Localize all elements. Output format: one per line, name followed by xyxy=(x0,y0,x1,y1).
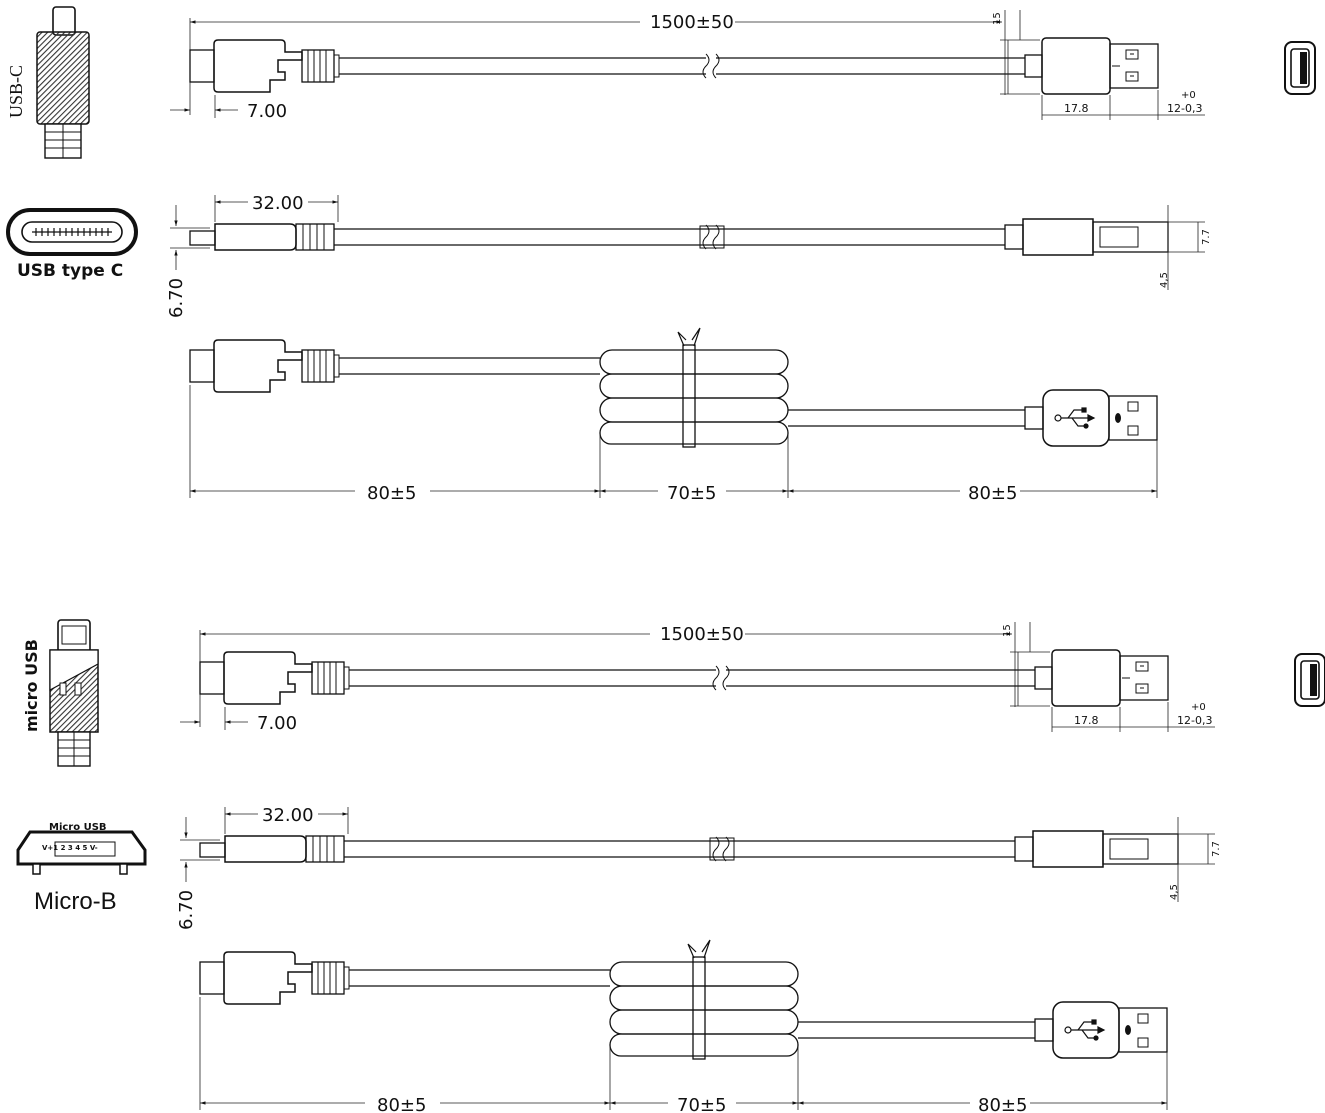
left-length-1: 80±5 xyxy=(367,483,416,504)
micro-usb-pins: V+1 2 3 4 5 V- xyxy=(42,844,98,852)
right-length-2: 80±5 xyxy=(978,1095,1027,1113)
left-length-2: 80±5 xyxy=(377,1095,426,1113)
head-height-1: 7.7 xyxy=(1201,229,1212,245)
micro-usb-label: micro USB xyxy=(22,639,41,732)
head-length-2: 17.8 xyxy=(1074,714,1099,727)
head-offset-1: 15 xyxy=(992,12,1003,25)
micro-usb-plug-icon xyxy=(49,619,99,767)
side-view-1 xyxy=(170,195,1205,290)
micro-usb-port-icon xyxy=(16,830,147,875)
coiled-view-1 xyxy=(190,328,1157,498)
overmold-length-1: 32.00 xyxy=(252,193,304,214)
usb-type-c-caption: USB type C xyxy=(17,261,123,281)
micro-b-caption: Micro-B xyxy=(34,888,117,915)
overmold-length-2: 32.00 xyxy=(262,805,314,826)
right-length-1: 80±5 xyxy=(968,483,1017,504)
coiled-view-2 xyxy=(200,940,1167,1110)
coil-length-1: 70±5 xyxy=(667,483,716,504)
total-length-1: 1500±50 xyxy=(650,12,734,33)
coil-length-2: 70±5 xyxy=(677,1095,726,1113)
section-usb-c: USB-C USB type C 1500±50 7.00 15 17.8 +0… xyxy=(6,6,1316,504)
plug-thickness-2: 6.70 xyxy=(176,890,197,930)
head-height-2: 7.7 xyxy=(1211,841,1222,857)
head-length-1: 17.8 xyxy=(1064,102,1089,115)
usb-c-plug-icon xyxy=(36,6,90,159)
section-micro-usb: micro USB Micro USB V+1 2 3 4 5 V- Micro… xyxy=(16,619,1325,1113)
tip-height-2: 4,5 xyxy=(1169,884,1180,900)
head-offset-2: 15 xyxy=(1002,624,1013,637)
tol-upper-1: +0 xyxy=(1181,90,1196,101)
head-tip-2: 12-0,3 xyxy=(1177,714,1212,727)
plug-length-1: 7.00 xyxy=(247,101,287,122)
total-length-2: 1500±50 xyxy=(660,624,744,645)
tip-height-1: 4,5 xyxy=(1159,272,1170,288)
plug-length-2: 7.00 xyxy=(257,713,297,734)
tol-upper-2: +0 xyxy=(1191,702,1206,713)
head-tip-1: 12-0,3 xyxy=(1167,102,1202,115)
usb-c-label: USB-C xyxy=(6,65,26,118)
side-view-2 xyxy=(180,807,1215,902)
usb-c-port-icon xyxy=(6,208,138,256)
usb-a-port-icon-2 xyxy=(1294,653,1325,707)
micro-usb-port-label: Micro USB xyxy=(49,822,107,833)
plug-thickness-1: 6.70 xyxy=(166,278,187,318)
usb-a-port-icon xyxy=(1284,41,1316,95)
